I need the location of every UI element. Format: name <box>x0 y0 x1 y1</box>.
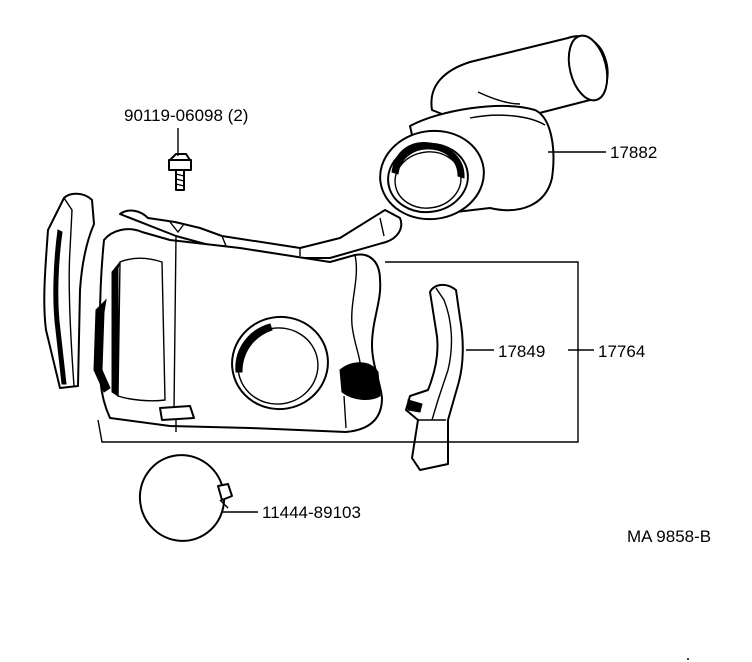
left-side-seal[interactable] <box>43 192 95 389</box>
bolt-90119-06098[interactable] <box>168 153 192 191</box>
label-cover-assy-part-number: 17764 <box>598 342 645 361</box>
diagram-code: MA 9858-B <box>627 527 711 546</box>
label-plug-part-number: 11444-89103 <box>262 503 361 522</box>
timing-cover[interactable] <box>93 209 403 433</box>
label-bolt-part-number: 90119-06098 (2) <box>124 106 248 125</box>
label-hose-part-number: 17882 <box>610 143 657 162</box>
leader-lines <box>97 128 606 513</box>
label-seal-part-number: 17849 <box>498 342 545 361</box>
cap-plug-11444-89103[interactable] <box>128 443 236 553</box>
right-side-seal-17849[interactable] <box>405 284 464 471</box>
intake-hose-17882[interactable] <box>374 32 613 226</box>
corner-dot <box>687 658 689 660</box>
